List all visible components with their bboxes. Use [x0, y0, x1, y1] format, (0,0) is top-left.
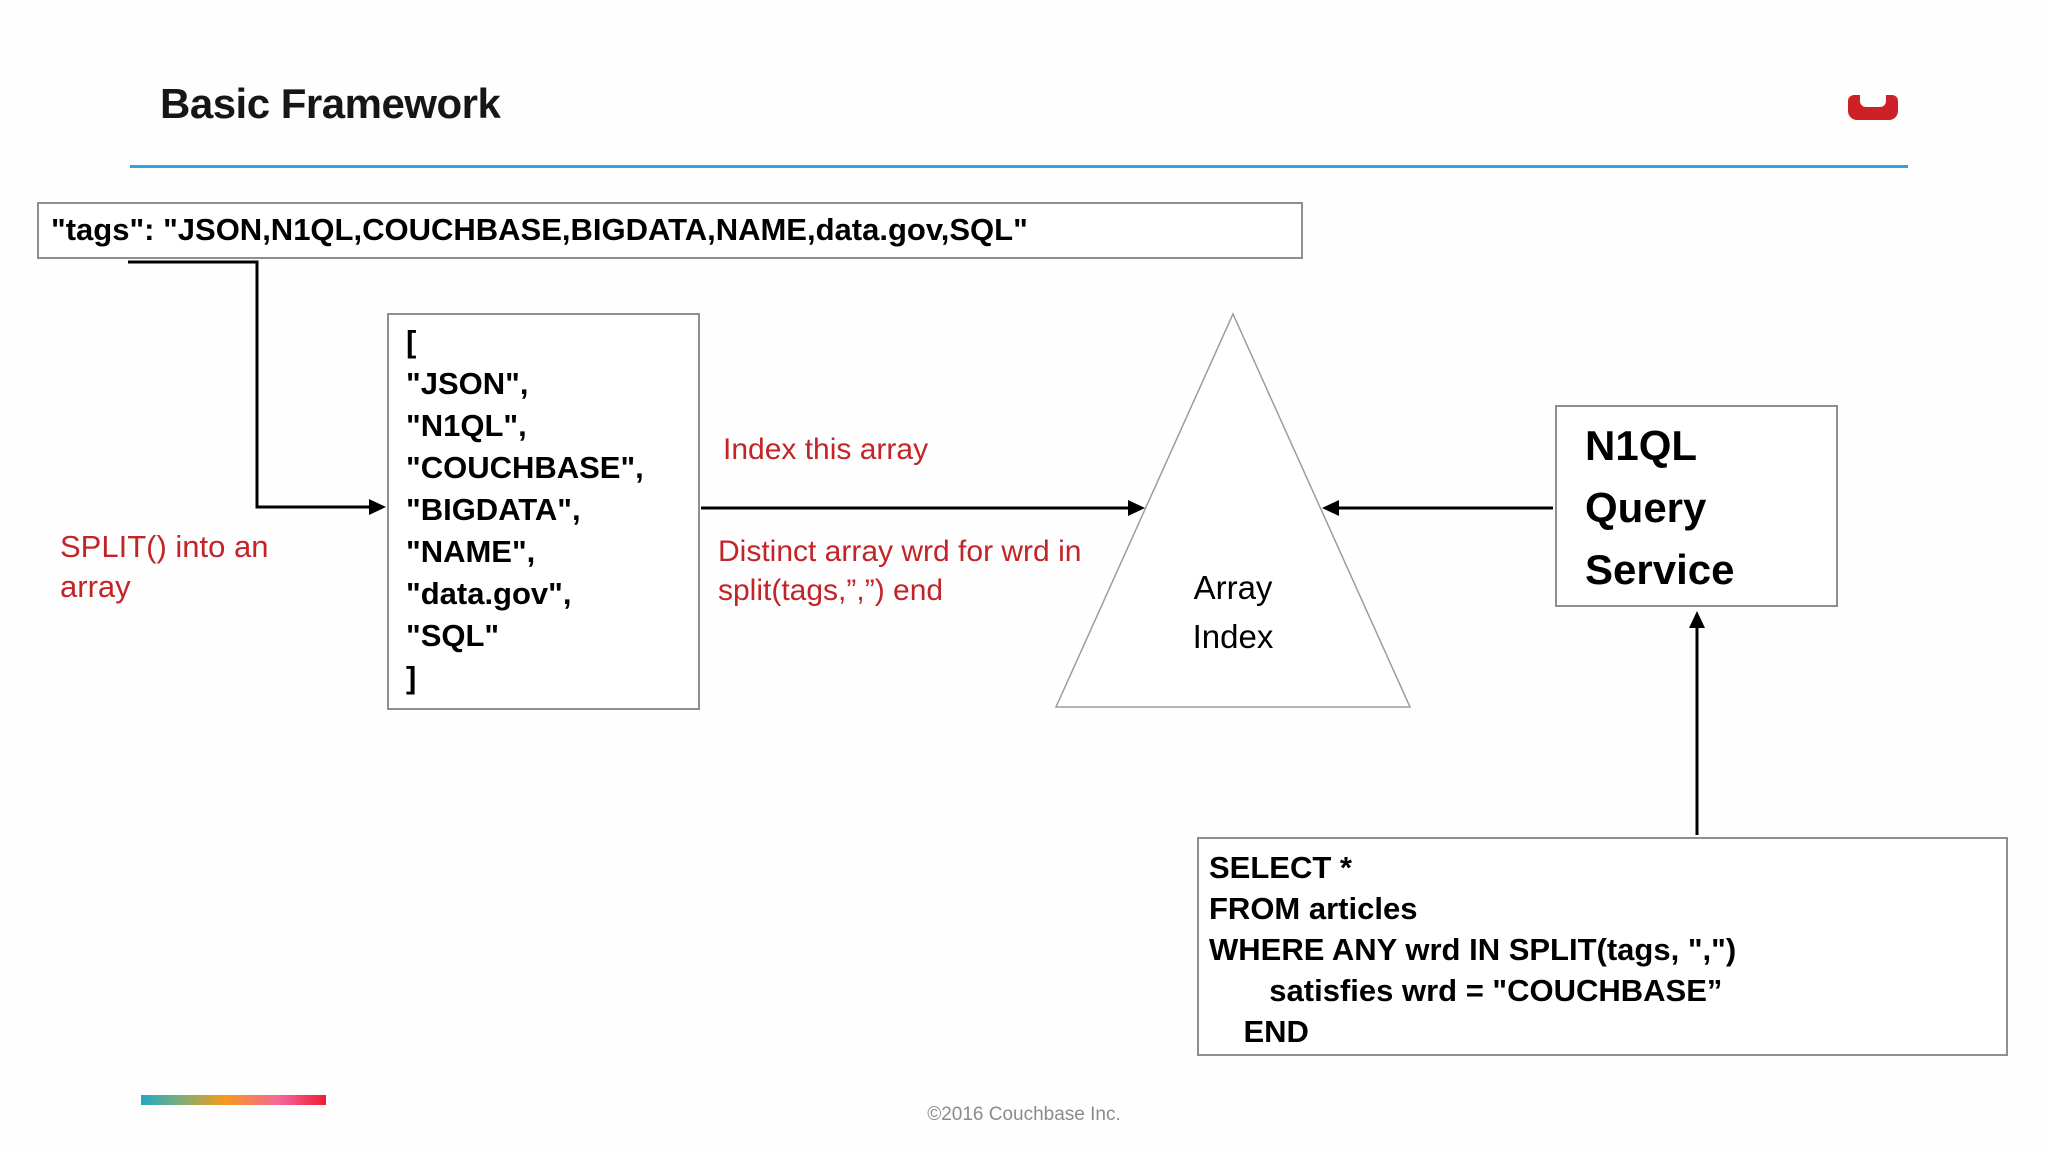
distinct-annotation: Distinct array wrd for wrd in split(tags… — [718, 535, 1082, 607]
sql-query-box: SELECT * FROM articles WHERE ANY wrd IN … — [1197, 837, 2008, 1056]
tags-box: "tags": "JSON,N1QL,COUCHBASE,BIGDATA,NAM… — [37, 202, 1303, 259]
page-title: Basic Framework — [160, 80, 501, 127]
title-divider — [130, 165, 1908, 168]
array-index-label: Array Index — [1192, 569, 1274, 655]
couchbase-logo-icon — [1848, 94, 1898, 120]
service-arrow — [1322, 500, 1553, 516]
n1ql-query-service-box: N1QL Query Service — [1555, 405, 1838, 607]
index-annotation: Index this array — [723, 433, 929, 466]
split-array-box: [ "JSON", "N1QL", "COUCHBASE", "BIGDATA"… — [387, 313, 700, 710]
query-arrow — [1689, 611, 1705, 835]
split-elbow-arrow — [128, 260, 386, 515]
split-annotation: SPLIT() into an array — [60, 529, 269, 604]
copyright-text: ©2016 Couchbase Inc. — [927, 1104, 1121, 1125]
index-arrow — [701, 500, 1145, 516]
footer-gradient-bar — [141, 1095, 326, 1105]
